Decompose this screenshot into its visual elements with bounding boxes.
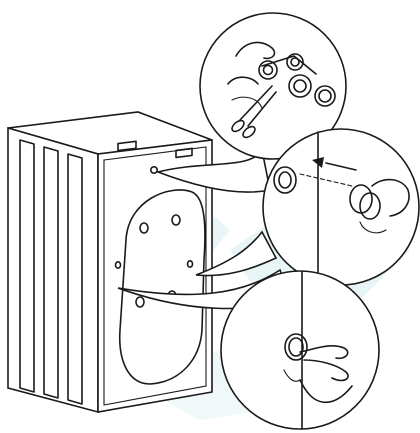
step-3-detail	[221, 271, 379, 429]
washing-machine	[8, 112, 212, 412]
machine-side	[8, 128, 98, 412]
detail-circle-2	[263, 129, 419, 285]
step-2-detail	[263, 129, 419, 285]
detail-circle-3	[221, 271, 379, 429]
